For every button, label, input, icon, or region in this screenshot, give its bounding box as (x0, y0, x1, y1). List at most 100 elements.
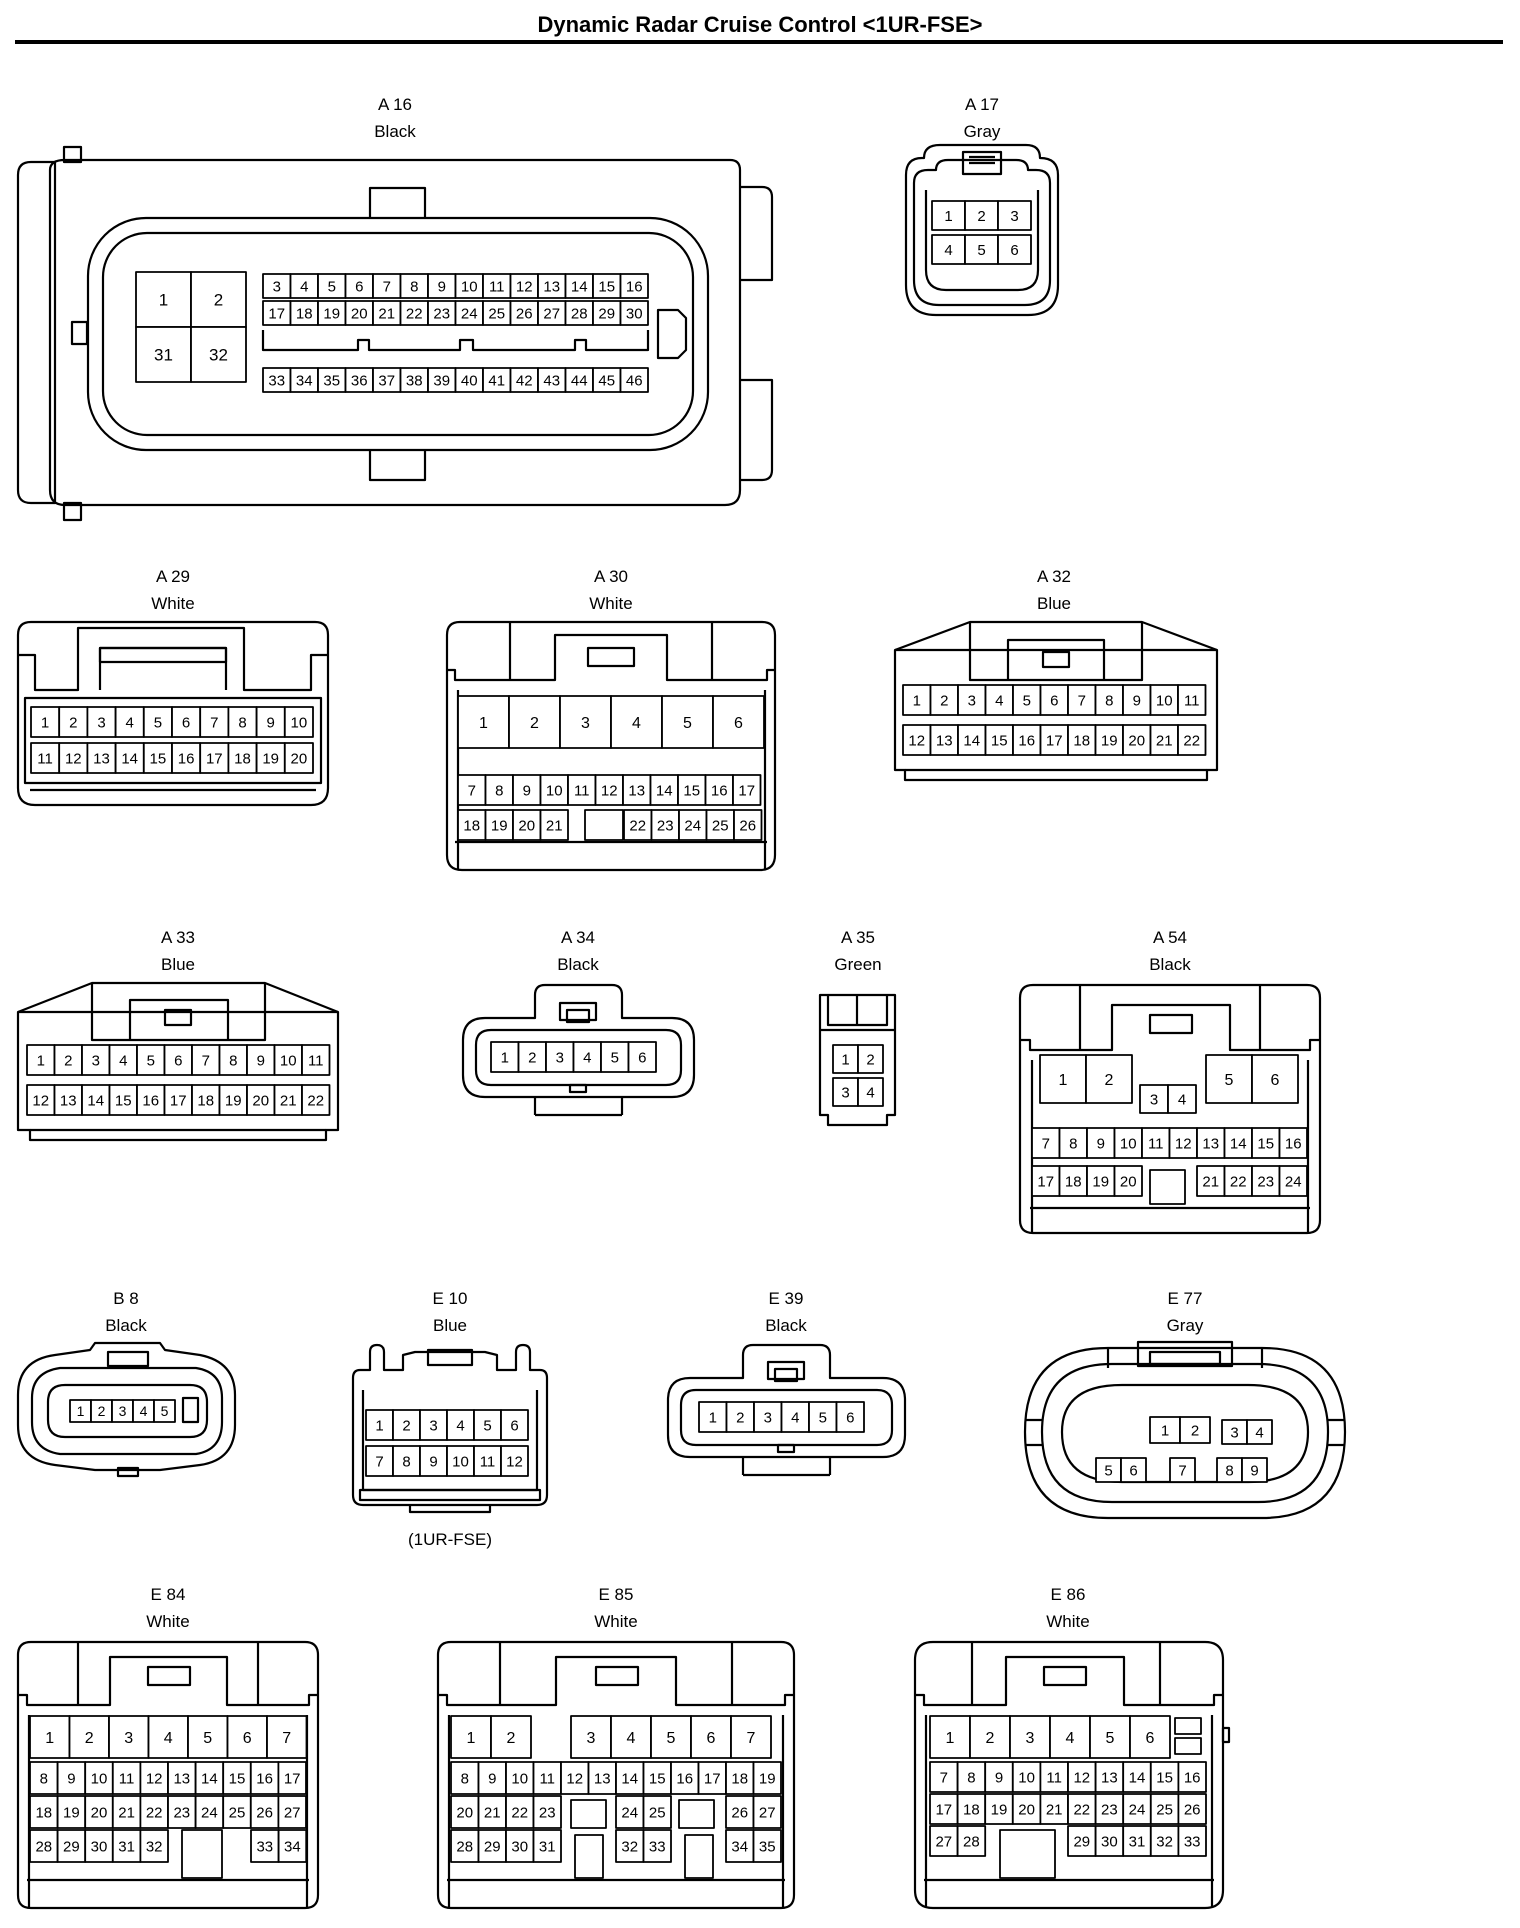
a30-pin-25: 25 (705, 809, 735, 841)
a33-pin-10: 10 (273, 1044, 303, 1076)
e86-pin-label: 29 (1073, 1833, 1090, 1850)
a30-pin-label: 24 (684, 817, 701, 834)
a16-pin-label: 28 (571, 305, 588, 322)
a54-pin-16: 16 (1278, 1127, 1308, 1159)
connector-b8-color: Black (105, 1316, 147, 1335)
e85-pin-28: 28 (450, 1829, 480, 1863)
e10-pin-3: 3 (419, 1409, 448, 1441)
a30-pin-10: 10 (539, 774, 569, 806)
a16-pin-29: 29 (592, 300, 622, 326)
a32-pin-4: 4 (984, 684, 1014, 716)
e77-pin-label: 2 (1191, 1422, 1199, 1439)
page-title: Dynamic Radar Cruise Control <1UR-FSE> (537, 12, 983, 37)
connector-b8-id: B 8 (113, 1289, 139, 1308)
a16-pin-label: 9 (438, 278, 446, 295)
a30-pin-label: 21 (546, 817, 563, 834)
a29-pin-label: 20 (291, 750, 308, 767)
a29-pin-2: 2 (58, 706, 89, 738)
e84-pin-label: 17 (284, 1770, 301, 1787)
e85-pin-label: 10 (511, 1770, 528, 1787)
connector-a35-color: Green (834, 955, 881, 974)
connector-key (678, 1799, 715, 1829)
a54-pin-10: 10 (1113, 1127, 1143, 1159)
a29-pin-label: 19 (262, 750, 279, 767)
a34-pin-label: 2 (528, 1049, 536, 1066)
a54-pin-label: 6 (1271, 1072, 1280, 1089)
a32-pin-label: 20 (1128, 732, 1145, 749)
a54-pin-14: 14 (1223, 1127, 1253, 1159)
a16-pin-28: 28 (564, 300, 594, 326)
e86-pin-label: 9 (995, 1769, 1003, 1786)
a29-pin-3: 3 (86, 706, 117, 738)
b8-pin-2: 2 (90, 1399, 113, 1423)
a16-pin-label: 4 (300, 278, 308, 295)
a16-pin-7: 7 (372, 273, 402, 299)
a33-pin-label: 14 (87, 1092, 104, 1109)
a16-pin-5: 5 (317, 273, 347, 299)
a29-pin-19: 19 (255, 742, 286, 774)
connector-a54-id: A 54 (1153, 928, 1187, 947)
e86-pin-label: 17 (935, 1801, 952, 1818)
a16-pin-43: 43 (537, 367, 567, 393)
a32-pin-14: 14 (957, 724, 987, 756)
a30-pin-8: 8 (484, 774, 514, 806)
a54-pin-17: 17 (1031, 1165, 1061, 1197)
a16-pin-label: 42 (516, 372, 533, 389)
a33-pin-label: 11 (308, 1052, 324, 1069)
a16-pin-label: 43 (543, 372, 560, 389)
a32-pin-label: 7 (1078, 692, 1086, 709)
a33-pin-19: 19 (218, 1084, 248, 1116)
a33-pin-label: 5 (147, 1052, 155, 1069)
a30-pin-6: 6 (712, 695, 765, 749)
a16-pin-12: 12 (509, 273, 539, 299)
a16-pin-label: 8 (410, 278, 418, 295)
a30-pin-11: 11 (567, 774, 597, 806)
e77-pin-3: 3 (1221, 1419, 1248, 1445)
a33-pin-label: 4 (119, 1052, 127, 1069)
e77-pin-label: 3 (1230, 1424, 1238, 1441)
e84-pin-14: 14 (194, 1761, 225, 1795)
e85-pin-25: 25 (642, 1795, 672, 1829)
a33-pin-label: 16 (142, 1092, 159, 1109)
e86-pin-label: 5 (1106, 1730, 1115, 1747)
e84-pin-label: 12 (146, 1770, 163, 1787)
a16-pin-label: 6 (355, 278, 363, 295)
e86-pin-26: 26 (1177, 1793, 1207, 1825)
a33-pin-label: 18 (197, 1092, 214, 1109)
a29-pin-12: 12 (58, 742, 89, 774)
e85-pin-35: 35 (752, 1829, 782, 1863)
a16-pin-label: 3 (273, 278, 281, 295)
a54-pin-label: 12 (1175, 1135, 1192, 1152)
e86-pin-label: 20 (1018, 1801, 1035, 1818)
a35-pin-label: 1 (841, 1051, 849, 1068)
a54-pin-24: 24 (1278, 1165, 1308, 1197)
a33-pin-label: 10 (280, 1052, 297, 1069)
a16-pin-4: 4 (289, 273, 319, 299)
e86-pin-17: 17 (929, 1793, 959, 1825)
e10-pin-1: 1 (365, 1409, 394, 1441)
e86-pin-label: 13 (1101, 1769, 1118, 1786)
a16-pin-42: 42 (509, 367, 539, 393)
a16-pin-label: 23 (433, 305, 450, 322)
e77-pin-8: 8 (1216, 1457, 1243, 1483)
a33-pin-12: 12 (26, 1084, 56, 1116)
e86-pin-label: 7 (940, 1769, 948, 1786)
a32-pin-16: 16 (1012, 724, 1042, 756)
e85-pin-19: 19 (752, 1761, 782, 1795)
e85-pin-label: 8 (461, 1770, 469, 1787)
a16-pin-27: 27 (537, 300, 567, 326)
e85-pin-label: 7 (747, 1730, 756, 1747)
a32-pin-19: 19 (1094, 724, 1124, 756)
e84-pin-32: 32 (139, 1829, 169, 1863)
e10-pin-4: 4 (446, 1409, 475, 1441)
a33-pin-label: 8 (229, 1052, 237, 1069)
a33-pin-8: 8 (218, 1044, 248, 1076)
e84-pin-13: 13 (167, 1761, 197, 1795)
a16-pin-label: 22 (406, 305, 423, 322)
a16-pin-label: 17 (268, 305, 285, 322)
e85-pin-label: 21 (484, 1804, 501, 1821)
a16-pin-label: 11 (489, 278, 505, 295)
e84-pin-12: 12 (139, 1761, 169, 1795)
